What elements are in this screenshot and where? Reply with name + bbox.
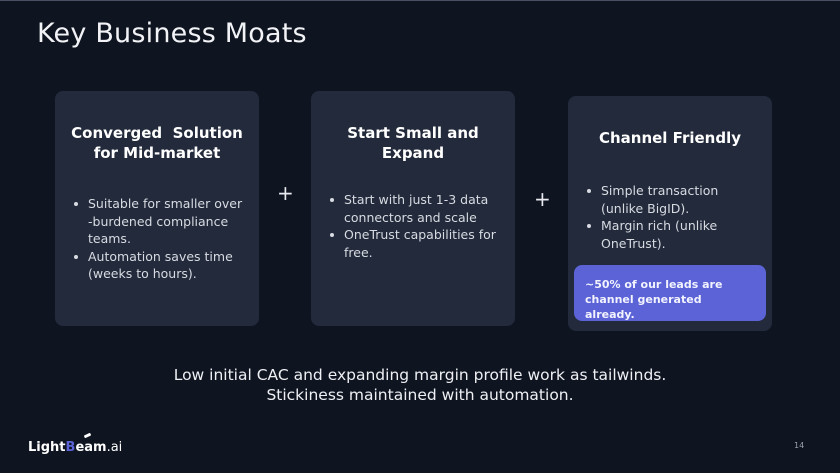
callout-line: ~50% of our leads are bbox=[585, 278, 723, 291]
logo-text-suffix: .ai bbox=[106, 440, 123, 455]
channel-leads-callout: ~50% of our leads are channel generated … bbox=[574, 265, 766, 321]
plus-icon: + bbox=[534, 187, 551, 211]
bullet-item: Suitable for smaller over -burdened comp… bbox=[72, 195, 249, 248]
bullet-list: Simple transaction (unlike BigID). Margi… bbox=[585, 182, 762, 252]
logo-text: eam bbox=[75, 440, 107, 455]
card-title: Channel Friendly bbox=[568, 128, 772, 148]
card-title-line: Start Small and bbox=[347, 124, 479, 142]
bullet-item: Start with just 1-3 data connectors and … bbox=[328, 191, 505, 226]
card-title: Converged Solution for Mid-market bbox=[55, 123, 259, 163]
callout-line: channel generated already. bbox=[585, 293, 702, 321]
lightbeam-logo: LightBeam.ai bbox=[28, 432, 123, 455]
card-title-line: Converged Solution bbox=[71, 124, 243, 142]
bullet-list: Start with just 1-3 data connectors and … bbox=[328, 191, 505, 261]
card-title: Start Small and Expand bbox=[311, 123, 515, 163]
bullet-list: Suitable for smaller over -burdened comp… bbox=[72, 195, 249, 283]
plus-icon: + bbox=[277, 181, 294, 205]
card-title-line: for Mid-market bbox=[93, 144, 221, 162]
moat-card-start-small: Start Small and Expand Start with just 1… bbox=[311, 91, 515, 326]
card-title-line: Channel Friendly bbox=[598, 129, 742, 147]
summary-line: Low initial CAC and expanding margin pro… bbox=[173, 366, 667, 384]
bullet-item: Automation saves time (weeks to hours). bbox=[72, 248, 249, 283]
logo-text: Light bbox=[28, 440, 66, 455]
beam-icon bbox=[83, 432, 92, 439]
summary-text: Low initial CAC and expanding margin pro… bbox=[0, 365, 840, 405]
card-title-line: Expand bbox=[381, 144, 445, 162]
logo-text-accent: B bbox=[65, 440, 76, 455]
summary-line: Stickiness maintained with automation. bbox=[266, 386, 574, 404]
slide-title: Key Business Moats bbox=[37, 18, 307, 49]
moat-card-channel-friendly: Channel Friendly Simple transaction (unl… bbox=[568, 96, 772, 331]
bullet-item: OneTrust capabilities for free. bbox=[328, 226, 505, 261]
page-number: 14 bbox=[794, 441, 805, 450]
bullet-item: Margin rich (unlike OneTrust). bbox=[585, 217, 762, 252]
top-border bbox=[0, 0, 840, 1]
bullet-item: Simple transaction (unlike BigID). bbox=[585, 182, 762, 217]
moat-card-converged-solution: Converged Solution for Mid-market Suitab… bbox=[55, 91, 259, 326]
